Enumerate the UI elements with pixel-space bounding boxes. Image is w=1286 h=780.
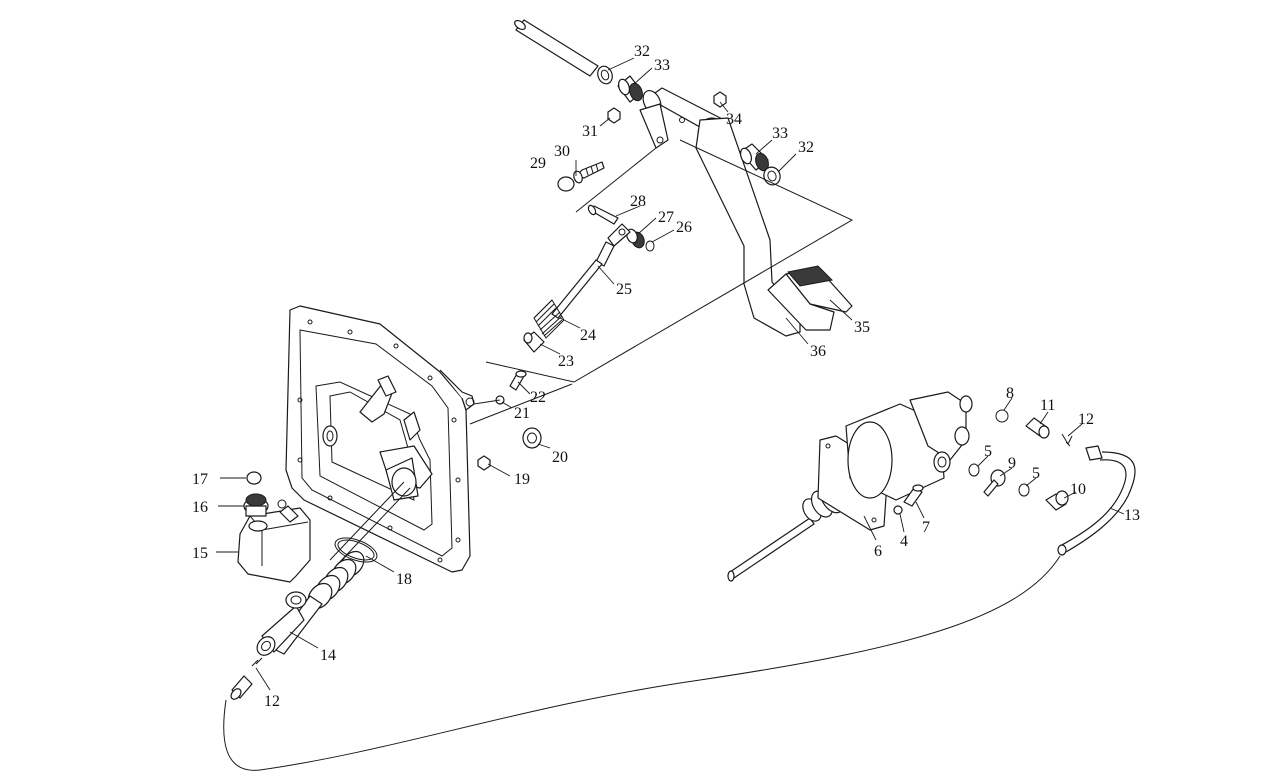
washer-32-top	[597, 65, 613, 85]
callout-9: 9	[1008, 455, 1016, 472]
reservoir-15	[237, 505, 311, 583]
nut-23	[523, 331, 545, 353]
callout-24: 24	[580, 327, 596, 344]
bushing-33-right	[739, 143, 769, 172]
callout-20: 20	[552, 449, 568, 466]
bracket-outline	[469, 139, 854, 425]
callout-7: 7	[922, 519, 930, 536]
hose-fitting-lower	[230, 657, 263, 700]
leader-lines	[216, 57, 1125, 691]
callout-27: 27	[658, 209, 674, 226]
bushing-33-top	[617, 75, 643, 103]
fitting-11	[1025, 417, 1050, 439]
callout-36: 36	[810, 343, 826, 360]
callout-23: 23	[558, 353, 574, 370]
pedal-lever	[695, 117, 801, 337]
circlip-26	[645, 240, 655, 252]
callout-21: 21	[514, 405, 530, 422]
pushrod-assembly	[477, 204, 655, 471]
callout-12-right: 12	[1078, 411, 1094, 428]
clevis-rod-25	[551, 223, 631, 319]
callout-17: 17	[192, 471, 208, 488]
fitting-16b	[277, 499, 287, 509]
washer-8	[995, 409, 1009, 423]
cap-17	[246, 471, 262, 485]
callout-32-right: 32	[798, 139, 814, 156]
callout-5-upper: 5	[984, 443, 992, 460]
pedal-assembly	[469, 19, 854, 425]
callout-15: 15	[192, 545, 208, 562]
cap-16	[243, 493, 269, 517]
nut-31	[607, 107, 621, 124]
callout-13: 13	[1124, 507, 1140, 524]
callout-30: 30	[554, 143, 570, 160]
oring-18	[334, 537, 378, 563]
bolt-7	[903, 484, 924, 507]
callout-33-top: 33	[654, 57, 670, 74]
bracket-plate	[285, 305, 501, 573]
washer-5-lower	[1018, 483, 1030, 497]
banjo-fitting-9	[983, 469, 1006, 497]
pedal-shaft	[514, 19, 599, 77]
callout-35: 35	[854, 319, 870, 336]
hydraulic-hose-13	[223, 445, 1136, 771]
callout-11: 11	[1040, 397, 1055, 414]
callout-33-right: 33	[772, 125, 788, 142]
callout-18: 18	[396, 571, 412, 588]
callout-19: 19	[514, 471, 530, 488]
callout-22: 22	[530, 389, 546, 406]
callout-14: 14	[320, 647, 336, 664]
clip-12-right	[1061, 433, 1073, 447]
callout-labels: 32 33 34 31 33 32 29 30 28 27 26 25 24 2…	[192, 43, 1140, 710]
banjo-bolt-10	[1045, 490, 1069, 511]
callout-16: 16	[192, 499, 208, 516]
washer-4	[893, 505, 903, 515]
callout-34: 34	[726, 111, 742, 128]
washer-20	[522, 427, 542, 449]
nut-34	[713, 91, 727, 108]
callout-10: 10	[1070, 481, 1086, 498]
callout-28: 28	[630, 193, 646, 210]
callout-4: 4	[900, 533, 908, 550]
callout-6: 6	[874, 543, 882, 560]
nut-19	[477, 455, 491, 471]
callout-8: 8	[1006, 385, 1014, 402]
washer-5-upper	[968, 463, 980, 477]
callout-12-lower: 12	[264, 693, 280, 710]
pedal-pad-35	[767, 265, 853, 331]
callout-26: 26	[676, 219, 692, 236]
callout-29: 29	[530, 155, 546, 172]
cap-29	[557, 176, 575, 192]
bolt-22	[509, 370, 527, 391]
pin-28	[587, 204, 619, 225]
callout-31: 31	[582, 123, 598, 140]
callout-32-top: 32	[634, 43, 650, 60]
callout-5-lower: 5	[1032, 465, 1040, 482]
callout-25: 25	[616, 281, 632, 298]
bolt-30	[573, 161, 605, 184]
clutch-booster	[727, 391, 973, 582]
master-cylinder-14	[256, 445, 433, 656]
